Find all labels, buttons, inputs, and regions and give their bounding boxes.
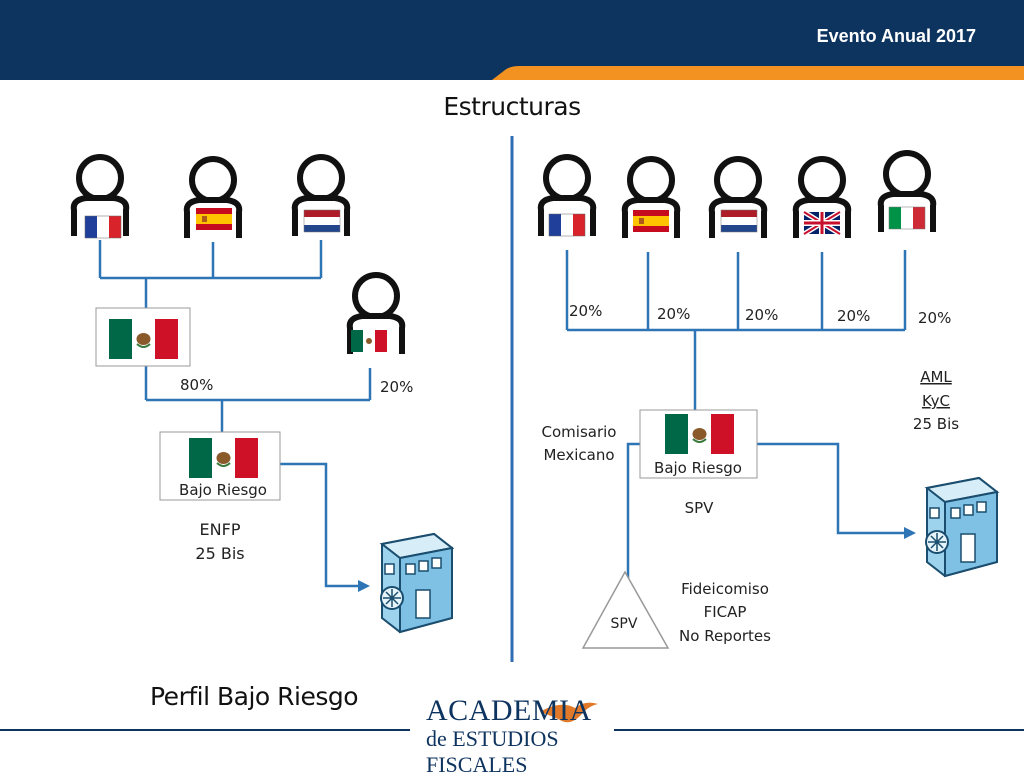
footer-title: Perfil Bajo Riesgo	[150, 682, 359, 711]
trust-note-1: Fideicomiso	[681, 580, 769, 598]
arrow-head	[904, 527, 916, 539]
arrow-head	[358, 580, 370, 592]
spv-triangle-label: SPV	[611, 616, 638, 632]
right-investor-france	[541, 157, 594, 236]
left-investor-mexico	[350, 275, 403, 354]
compliance-kyc: KyC	[922, 392, 950, 410]
comisario-line1: Comisario	[542, 423, 617, 441]
logo-line1: ACADEMIA	[426, 694, 592, 727]
right-investor-netherlands	[712, 159, 765, 238]
right-spv-label: SPV	[685, 499, 715, 517]
left-investor-spain	[187, 159, 240, 238]
left-entity-label: Bajo Riesgo	[179, 481, 267, 499]
event-title: Evento Anual 2017	[816, 26, 976, 46]
compliance-notes: AML KyC 25 Bis	[913, 368, 959, 433]
right-pct-5: 20%	[918, 309, 951, 327]
right-pct-2: 20%	[657, 305, 690, 323]
left-note-enfp: ENFP	[200, 520, 241, 539]
left-holding-mexico-flag	[95, 307, 191, 367]
left-investor-netherlands	[295, 157, 348, 236]
right-pct-3: 20%	[745, 306, 778, 324]
logo-line2: de ESTUDIOS FISCALES	[426, 726, 559, 777]
page-title: Estructuras	[443, 92, 581, 121]
compliance-25bis: 25 Bis	[913, 415, 959, 433]
trust-note-3: No Reportes	[679, 627, 771, 645]
right-building-icon	[925, 477, 998, 577]
left-pct-20: 20%	[380, 378, 413, 396]
left-pct-80: 80%	[180, 376, 213, 394]
left-building-icon	[380, 533, 453, 633]
academia-logo: ACADEMIA de ESTUDIOS FISCALES	[418, 688, 610, 777]
right-pct-1: 20%	[569, 302, 602, 320]
right-investor-uk	[796, 159, 849, 238]
left-bajo-riesgo-entity	[159, 431, 281, 501]
left-note-25bis: 25 Bis	[195, 544, 244, 563]
right-pct-4: 20%	[837, 307, 870, 325]
right-bajo-riesgo-entity	[639, 409, 758, 479]
right-investor-spain	[625, 159, 678, 238]
left-connectors	[98, 240, 372, 588]
comisario-line2: Mexicano	[543, 446, 614, 464]
header-accent-stripe	[492, 66, 1024, 80]
left-investor-france	[74, 157, 127, 238]
compliance-aml: AML	[920, 368, 952, 386]
right-connectors	[565, 250, 907, 592]
logo-bird-icon	[540, 702, 598, 723]
right-investor-italy	[881, 153, 934, 232]
trust-note-2: FICAP	[704, 603, 747, 621]
spv-triangle	[581, 570, 670, 649]
right-entity-label: Bajo Riesgo	[654, 459, 742, 477]
